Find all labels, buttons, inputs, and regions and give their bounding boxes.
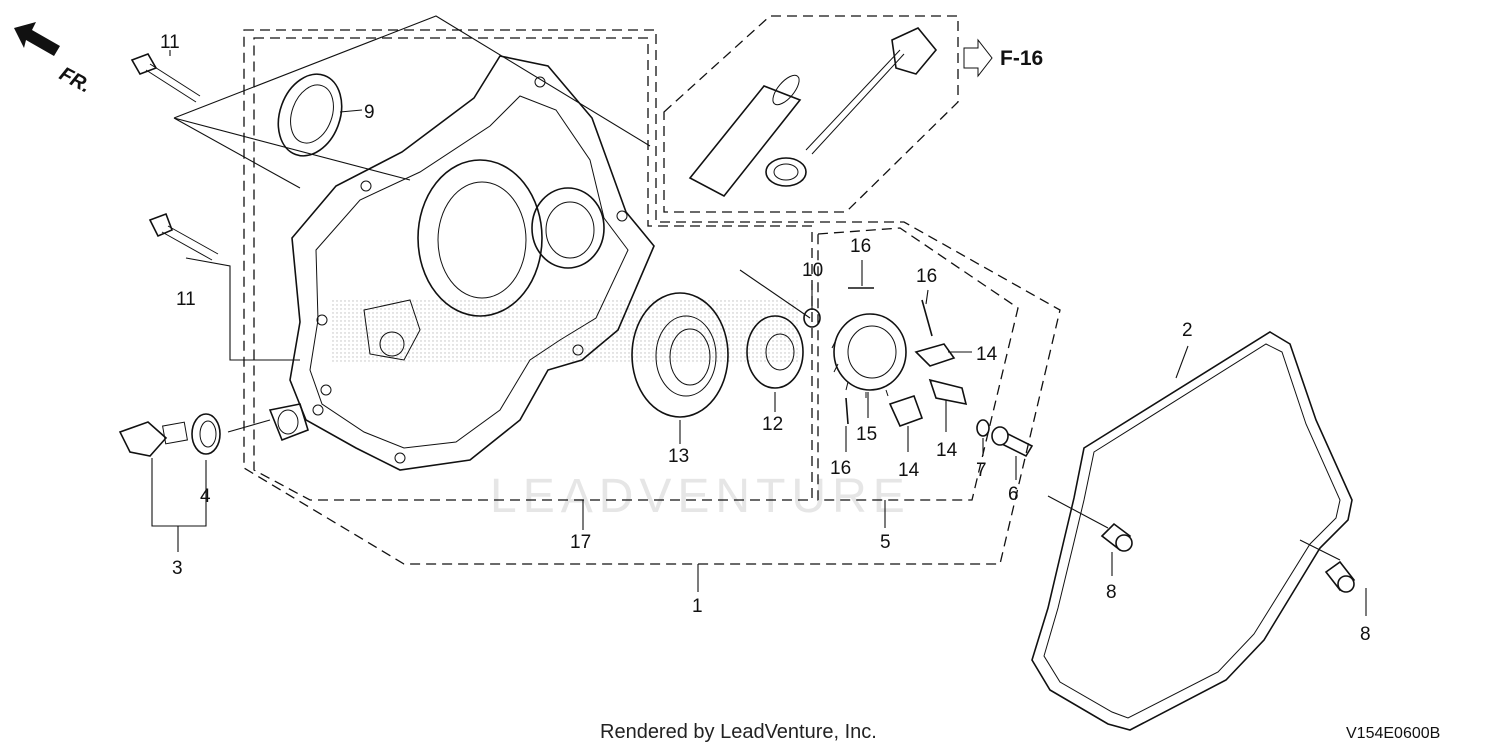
governor-weight-middle — [928, 378, 968, 406]
oil-seal — [277, 73, 343, 157]
governor-pin-bottom — [845, 397, 849, 425]
callout-14-middle: 14 — [936, 440, 958, 461]
radial-ball-bearing-large — [631, 292, 729, 418]
callout-3: 3 — [172, 558, 183, 579]
callout-8-right: 8 — [1360, 624, 1371, 645]
front-direction-label: FR. — [56, 63, 95, 98]
reference-f16-boundary — [663, 15, 959, 213]
assembly-5-boundary — [817, 227, 1019, 501]
governor-holder — [991, 426, 1034, 458]
callout-17: 17 — [570, 532, 591, 553]
callout-7: 7 — [976, 460, 987, 481]
dowel-pin-right — [1324, 560, 1356, 593]
callout-16-right: 16 — [916, 266, 937, 287]
dowel-pin-left — [1100, 522, 1133, 552]
drain-plug — [118, 421, 188, 457]
leader-lines — [151, 15, 1367, 616]
governor-weight-top — [914, 343, 956, 367]
governor-weight-bottom — [888, 394, 924, 428]
crankcase-cover — [268, 55, 655, 471]
reference-arrow-icon — [963, 38, 993, 78]
radial-ball-bearing-small — [746, 315, 804, 389]
case-cover-gasket — [1031, 331, 1353, 731]
callout-15: 15 — [856, 424, 877, 445]
callout-16-top: 16 — [850, 236, 871, 257]
oil-dipstick — [805, 27, 938, 155]
callout-16-bottom: 16 — [830, 458, 851, 479]
callout-11-middle: 11 — [176, 289, 196, 310]
drain-washer — [191, 413, 221, 455]
assembly-17-boundary — [253, 37, 813, 501]
dipstick-o-ring — [765, 157, 807, 187]
callout-14-top: 14 — [976, 344, 998, 365]
governor-clip — [976, 419, 990, 437]
callout-5: 5 — [880, 532, 891, 553]
reference-label: F-16 — [1000, 47, 1043, 70]
callout-8-left: 8 — [1106, 582, 1117, 603]
governor-pin-right — [921, 299, 933, 337]
governor-gear — [831, 313, 907, 398]
callout-11-top: 11 — [160, 32, 180, 53]
callout-12: 12 — [762, 414, 783, 435]
diagram-code: V154E0600B — [1346, 725, 1440, 742]
callout-6: 6 — [1008, 484, 1019, 505]
flange-bolt-middle — [148, 212, 219, 261]
rendered-by-text: Rendered by LeadVenture, Inc. — [600, 721, 877, 743]
oil-filler-pipe — [688, 74, 802, 198]
callout-9: 9 — [364, 102, 375, 123]
callout-13: 13 — [668, 446, 689, 467]
callout-4: 4 — [200, 486, 211, 507]
watermark-text: LEADVENTURE — [490, 470, 911, 523]
front-direction-arrow-icon — [14, 22, 60, 56]
callout-10: 10 — [802, 260, 823, 281]
callout-2: 2 — [1182, 320, 1193, 341]
callout-1: 1 — [692, 596, 703, 617]
flange-bolt-top — [130, 53, 201, 103]
callout-14-bottom: 14 — [898, 460, 920, 481]
assembly-1-boundary — [243, 29, 1061, 565]
